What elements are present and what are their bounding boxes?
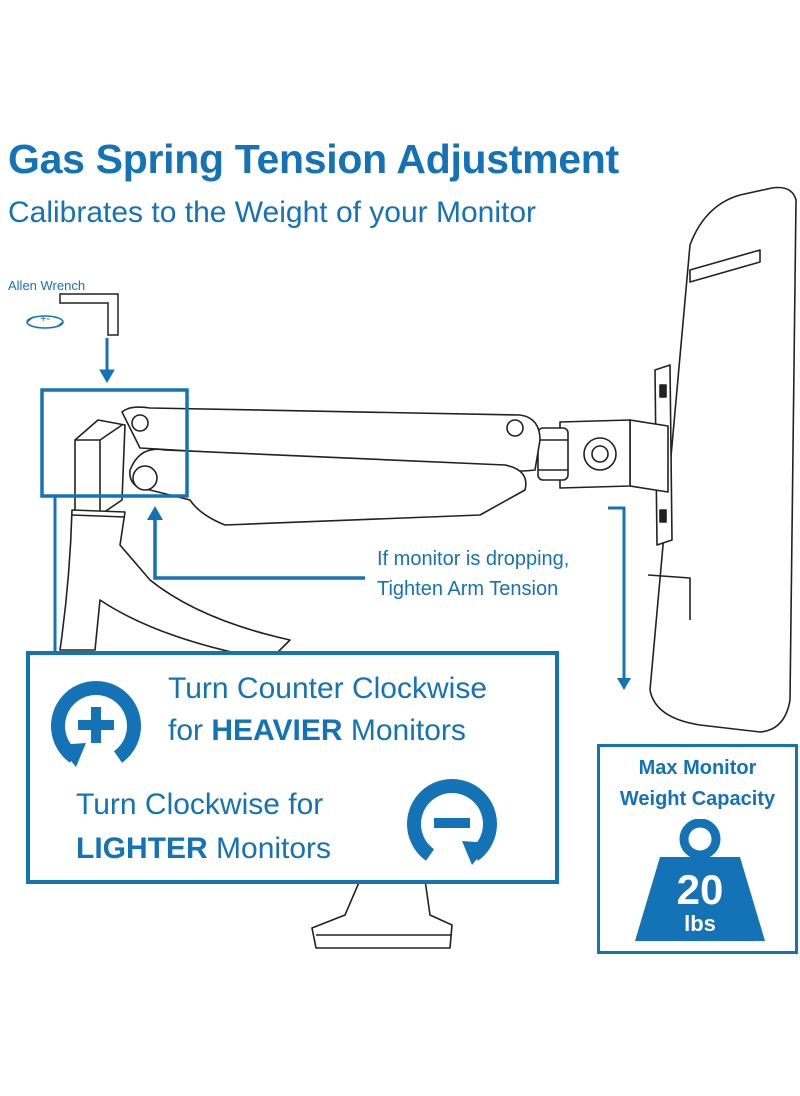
cw-bold: LIGHTER: [76, 832, 208, 865]
plus-rotate-icon: [51, 681, 141, 767]
cw-suffix: Monitors: [216, 832, 332, 865]
cw-line2: LIGHTER Monitors: [76, 829, 331, 869]
arrow-up-knob-icon: [153, 518, 365, 580]
arrow-down-wrench-icon: [99, 338, 115, 383]
weight-icon: 20 lbs: [635, 819, 765, 941]
clamp: [311, 879, 453, 949]
rotate-symbol-text: +-: [40, 313, 50, 325]
page-title: Gas Spring Tension Adjustment: [8, 136, 619, 182]
weight-value: 20: [677, 866, 724, 913]
capacity-line1: Max Monitor: [638, 757, 757, 779]
drop-note: If monitor is dropping, Tighten Arm Tens…: [377, 544, 569, 604]
monitor-shape: [649, 186, 797, 733]
ccw-suffix: Monitors: [350, 714, 466, 747]
drop-note-line2: Tighten Arm Tension: [377, 578, 559, 600]
drop-note-line1: If monitor is dropping,: [377, 548, 570, 570]
ccw-prefix: for: [168, 714, 204, 747]
ccw-bold: HEAVIER: [211, 714, 343, 747]
rotate-icon: [26, 315, 64, 329]
capacity-title: Max Monitor Weight Capacity: [600, 753, 795, 815]
ccw-line1: Turn Counter Clockwise: [168, 672, 487, 705]
capacity-line2: Weight Capacity: [619, 788, 776, 810]
ccw-line2: for HEAVIER Monitors: [168, 711, 466, 751]
knob-highlight-box: [40, 388, 189, 498]
instruction-box: Turn Counter Clockwise for HEAVIER Monit…: [26, 651, 559, 884]
arrow-down-monitor-icon: [608, 506, 626, 680]
page-subtitle: Calibrates to the Weight of your Monitor: [8, 196, 537, 229]
allen-wrench-label: Allen Wrench: [8, 278, 86, 293]
capacity-box: Max Monitor Weight Capacity 20 lbs: [597, 744, 798, 954]
allen-wrench-icon: [59, 293, 119, 336]
minus-rotate-icon: [407, 779, 497, 865]
pole: [59, 509, 291, 661]
weight-unit: lbs: [684, 911, 716, 936]
cw-line1: Turn Clockwise for: [76, 788, 324, 821]
